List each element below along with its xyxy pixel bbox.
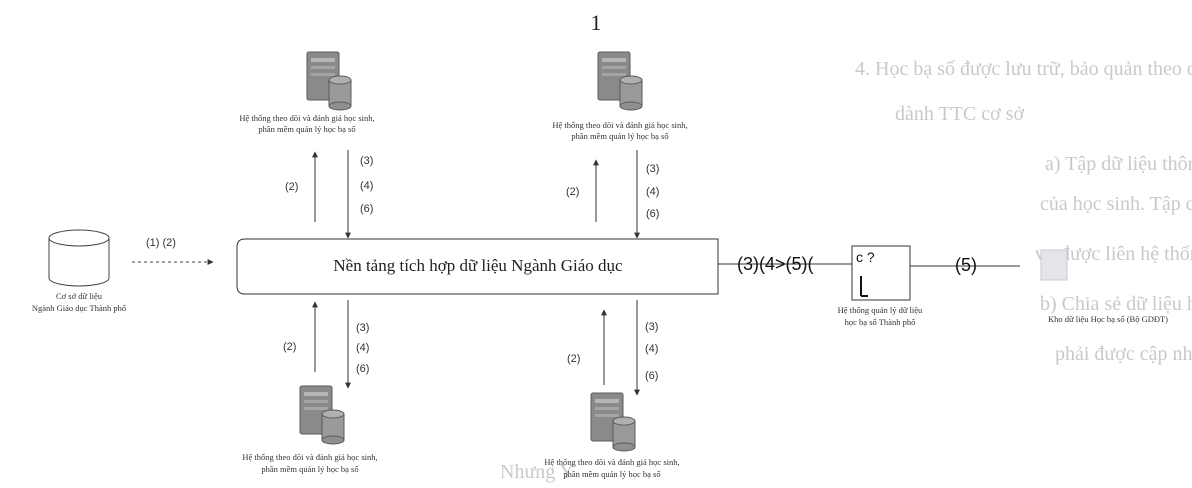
ministry-label: Kho dữ liệu Học bạ số (Bộ GDĐT)	[1048, 314, 1168, 324]
platform-box	[236, 238, 719, 295]
flow-label: (3)(4>(5)(	[737, 254, 814, 274]
bg-text-line: của học sinh. Tập dữ liệu này được ký số…	[1040, 193, 1192, 215]
arrow-label: (1) (2)	[146, 237, 176, 249]
bg-text-line: 4. Học bạ số được lưu trữ, bảo quản theo…	[855, 58, 1192, 80]
arrow-label: (4)	[646, 186, 659, 198]
arrow-label: (3)	[360, 155, 373, 167]
system-top-left: Hệ thống theo dõi và đánh giá học sinh, …	[239, 51, 375, 134]
arrow-label: (2)	[566, 186, 579, 198]
bg-text-line: Nhưng Y	[500, 461, 574, 483]
system-top-right: Hệ thống theo dõi và đánh giá học sinh, …	[552, 51, 688, 141]
database-label: Ngành Giáo dục Thành phố	[32, 303, 127, 313]
arrow-label: (4)	[360, 180, 373, 192]
system-label: Hệ thống theo dõi và đánh giá học sinh,	[242, 452, 377, 462]
arrow-label: (6)	[356, 363, 369, 375]
server-icon	[306, 51, 352, 111]
system-label: Hệ thống theo dõi và đánh giá học sinh,	[239, 113, 374, 123]
system-bottom-left: Hệ thống theo dõi và đánh giá học sinh, …	[242, 385, 378, 474]
system-label: phần mềm quản lý học bạ số	[258, 124, 356, 134]
database-icon	[48, 229, 110, 287]
city-database: Cơ sở dữ liệu Ngành Giáo dục Thành phố	[32, 229, 127, 313]
arrow-label: (2)	[285, 181, 298, 193]
ministry-repository: Kho dữ liệu Học bạ số (Bộ GDĐT)	[1040, 249, 1168, 324]
arrow-label: (3)	[356, 322, 369, 334]
arrow-label: (2)	[283, 341, 296, 353]
platform-title: Nền tảng tích hợp dữ liệu Ngành Giáo dục	[333, 256, 623, 275]
system-bottom-right: Hệ thống theo dõi và đánh giá học sinh, …	[544, 392, 680, 479]
page-number: 1	[591, 10, 602, 35]
city-system-label: học bạ số Thành phố	[845, 317, 916, 327]
system-label: phần mềm quản lý học bạ số	[563, 469, 661, 479]
arrow-label: (4)	[645, 343, 658, 355]
system-label: phần mềm quản lý học bạ số	[571, 131, 669, 141]
city-records-system: c ? Hệ thống quản lý dữ liệu học bạ số T…	[838, 245, 923, 327]
bg-text-line: vụ được liên hệ thống thực hiện kết nối …	[1035, 243, 1192, 265]
arrow-label: (3)	[646, 163, 659, 175]
flow-label: (5)	[955, 255, 977, 275]
integration-platform: Nền tảng tích hợp dữ liệu Ngành Giáo dục	[236, 238, 719, 295]
bg-text-line: a) Tập dữ liệu thông tin học sinh được đ…	[1045, 153, 1192, 175]
background-page-text: 4. Học bạ số được lưu trữ, bảo quản theo…	[500, 58, 1192, 483]
bg-text-line: b) Chia sẻ dữ liệu học bạ số (định dạng …	[1040, 293, 1192, 315]
arrow-label: (3)	[645, 321, 658, 333]
arrow-label: (6)	[646, 208, 659, 220]
database-label: Cơ sở dữ liệu	[56, 291, 103, 301]
arrow-label: (4)	[356, 342, 369, 354]
bg-text-line: dành TTC cơ sở	[895, 103, 1025, 125]
arrow-label: (6)	[360, 203, 373, 215]
server-icon	[597, 51, 643, 111]
repository-icon	[1040, 249, 1068, 281]
arrow-label: (2)	[567, 353, 580, 365]
bg-text-line: phải được cập nhật kịp thời và chính xác…	[1055, 343, 1192, 365]
city-system-box-text: c ?	[856, 249, 875, 265]
system-label: Hệ thống theo dõi và đánh giá học sinh,	[552, 120, 687, 130]
system-label: Hệ thống theo dõi và đánh giá học sinh,	[544, 457, 679, 467]
server-icon	[299, 385, 345, 445]
arrow-label: (6)	[645, 370, 658, 382]
server-icon	[590, 392, 636, 452]
system-label: phần mềm quản lý học bạ số	[261, 464, 359, 474]
city-system-label: Hệ thống quản lý dữ liệu	[838, 305, 923, 315]
